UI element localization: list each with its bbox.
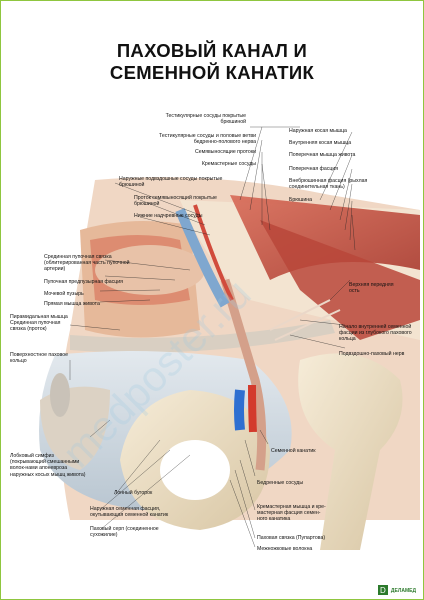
label-vas-deferens-peritoneum: Проток семявыносящий покрытые брюшиной — [134, 195, 217, 208]
label-pubic-symphysis: Лобковый симфиз (покрывающий смешанными … — [10, 453, 86, 478]
title-line-2: СЕМЕННОЙ КАНАТИК — [109, 62, 315, 83]
label-external-oblique: Наружная косая мышца — [289, 128, 347, 134]
poster-title: ПАХОВЫЙ КАНАЛ И СЕМЕННОЙ КАНАТИК — [0, 40, 424, 84]
femoral-vein — [234, 389, 245, 431]
label-intercrural-fibers: Межножковые волокна — [257, 546, 313, 552]
publisher-logo: ДЕЛАМЕД — [390, 588, 416, 594]
oblique-muscle — [230, 195, 420, 280]
spermatic-cord-shape — [220, 278, 267, 471]
label-cremaster-vessels: Кремастерные сосуды — [201, 161, 256, 167]
label-vas-deferens: Семявыносящие протоки — [195, 149, 256, 155]
bladder-shape — [95, 245, 205, 295]
title-line-1: ПАХОВЫЙ КАНАЛ И — [116, 40, 308, 61]
label-transversus: Поперечная мышца живота — [289, 152, 356, 158]
label-bladder: Мочевой пузырь — [44, 291, 84, 297]
label-testicular-vessels-peritoneum: Тестикулярные сосуды покрытые брюшиной — [165, 113, 246, 126]
label-leaders — [69, 126, 356, 548]
publisher-logo-icon: D — [378, 585, 388, 595]
label-peritoneum: Брюшина — [289, 197, 312, 203]
label-cremaster-muscle: Кремастерная мышца и кре-мастерная фасци… — [257, 504, 326, 523]
label-rectus-abdominis: Прямая мышца живота — [44, 301, 100, 307]
label-asis: Верхняя передняя ость — [349, 282, 394, 295]
label-median-umbilical-ligament: Срединная пупочная связка (проток) — [10, 320, 61, 333]
label-transversalis-fascia: Поперечная фасция — [289, 166, 339, 172]
label-medial-umbilical: Срединная пупочная связка (облитерирован… — [44, 254, 130, 273]
label-reflected-ligament: Паховый серп (соединенное сухожилие) — [90, 526, 159, 539]
label-femoral-vessels: Бедренные сосуды — [257, 480, 304, 486]
label-spermatic-cord: Семенной канатик — [271, 448, 316, 454]
label-internal-oblique: Внутренняя косая мышца — [289, 140, 352, 146]
label-deep-ring: Начало внутренней семенной фасции из глу… — [339, 324, 412, 343]
label-pubic-tubercle: Лонный бугорок — [114, 490, 153, 496]
label-testicular-vessels-genital: Тестикулярные сосуды и половые ветви бед… — [159, 133, 256, 146]
label-inferior-epigastric: Нижние надчревные сосуды — [134, 213, 203, 219]
label-pyramidalis: Пирамидальная мышца — [10, 314, 68, 320]
inguinal-ligament-band — [70, 320, 335, 353]
label-prevesical-fascia: Пупочная предпузырная фасция — [44, 279, 123, 285]
label-extraperitoneal: Внебрюшинная фасция (рыхлая соединительн… — [289, 178, 368, 191]
label-external-spermatic-fascia: Наружная семенная фасция, окутывающая се… — [90, 506, 169, 519]
label-external-iliac-vessels: Наружные подвздошные сосуды покрытые брю… — [119, 176, 223, 189]
label-inguinal-ligament: Паховая связка (Пупартова) — [257, 535, 326, 541]
label-superficial-ring: Поверхностное паховое кольцо — [10, 352, 68, 365]
svg-text:D: D — [380, 586, 386, 595]
femur-head — [298, 353, 403, 550]
label-iliohypogastric: Подвздошно-паховый нерв — [339, 351, 405, 357]
femoral-artery — [248, 384, 257, 433]
